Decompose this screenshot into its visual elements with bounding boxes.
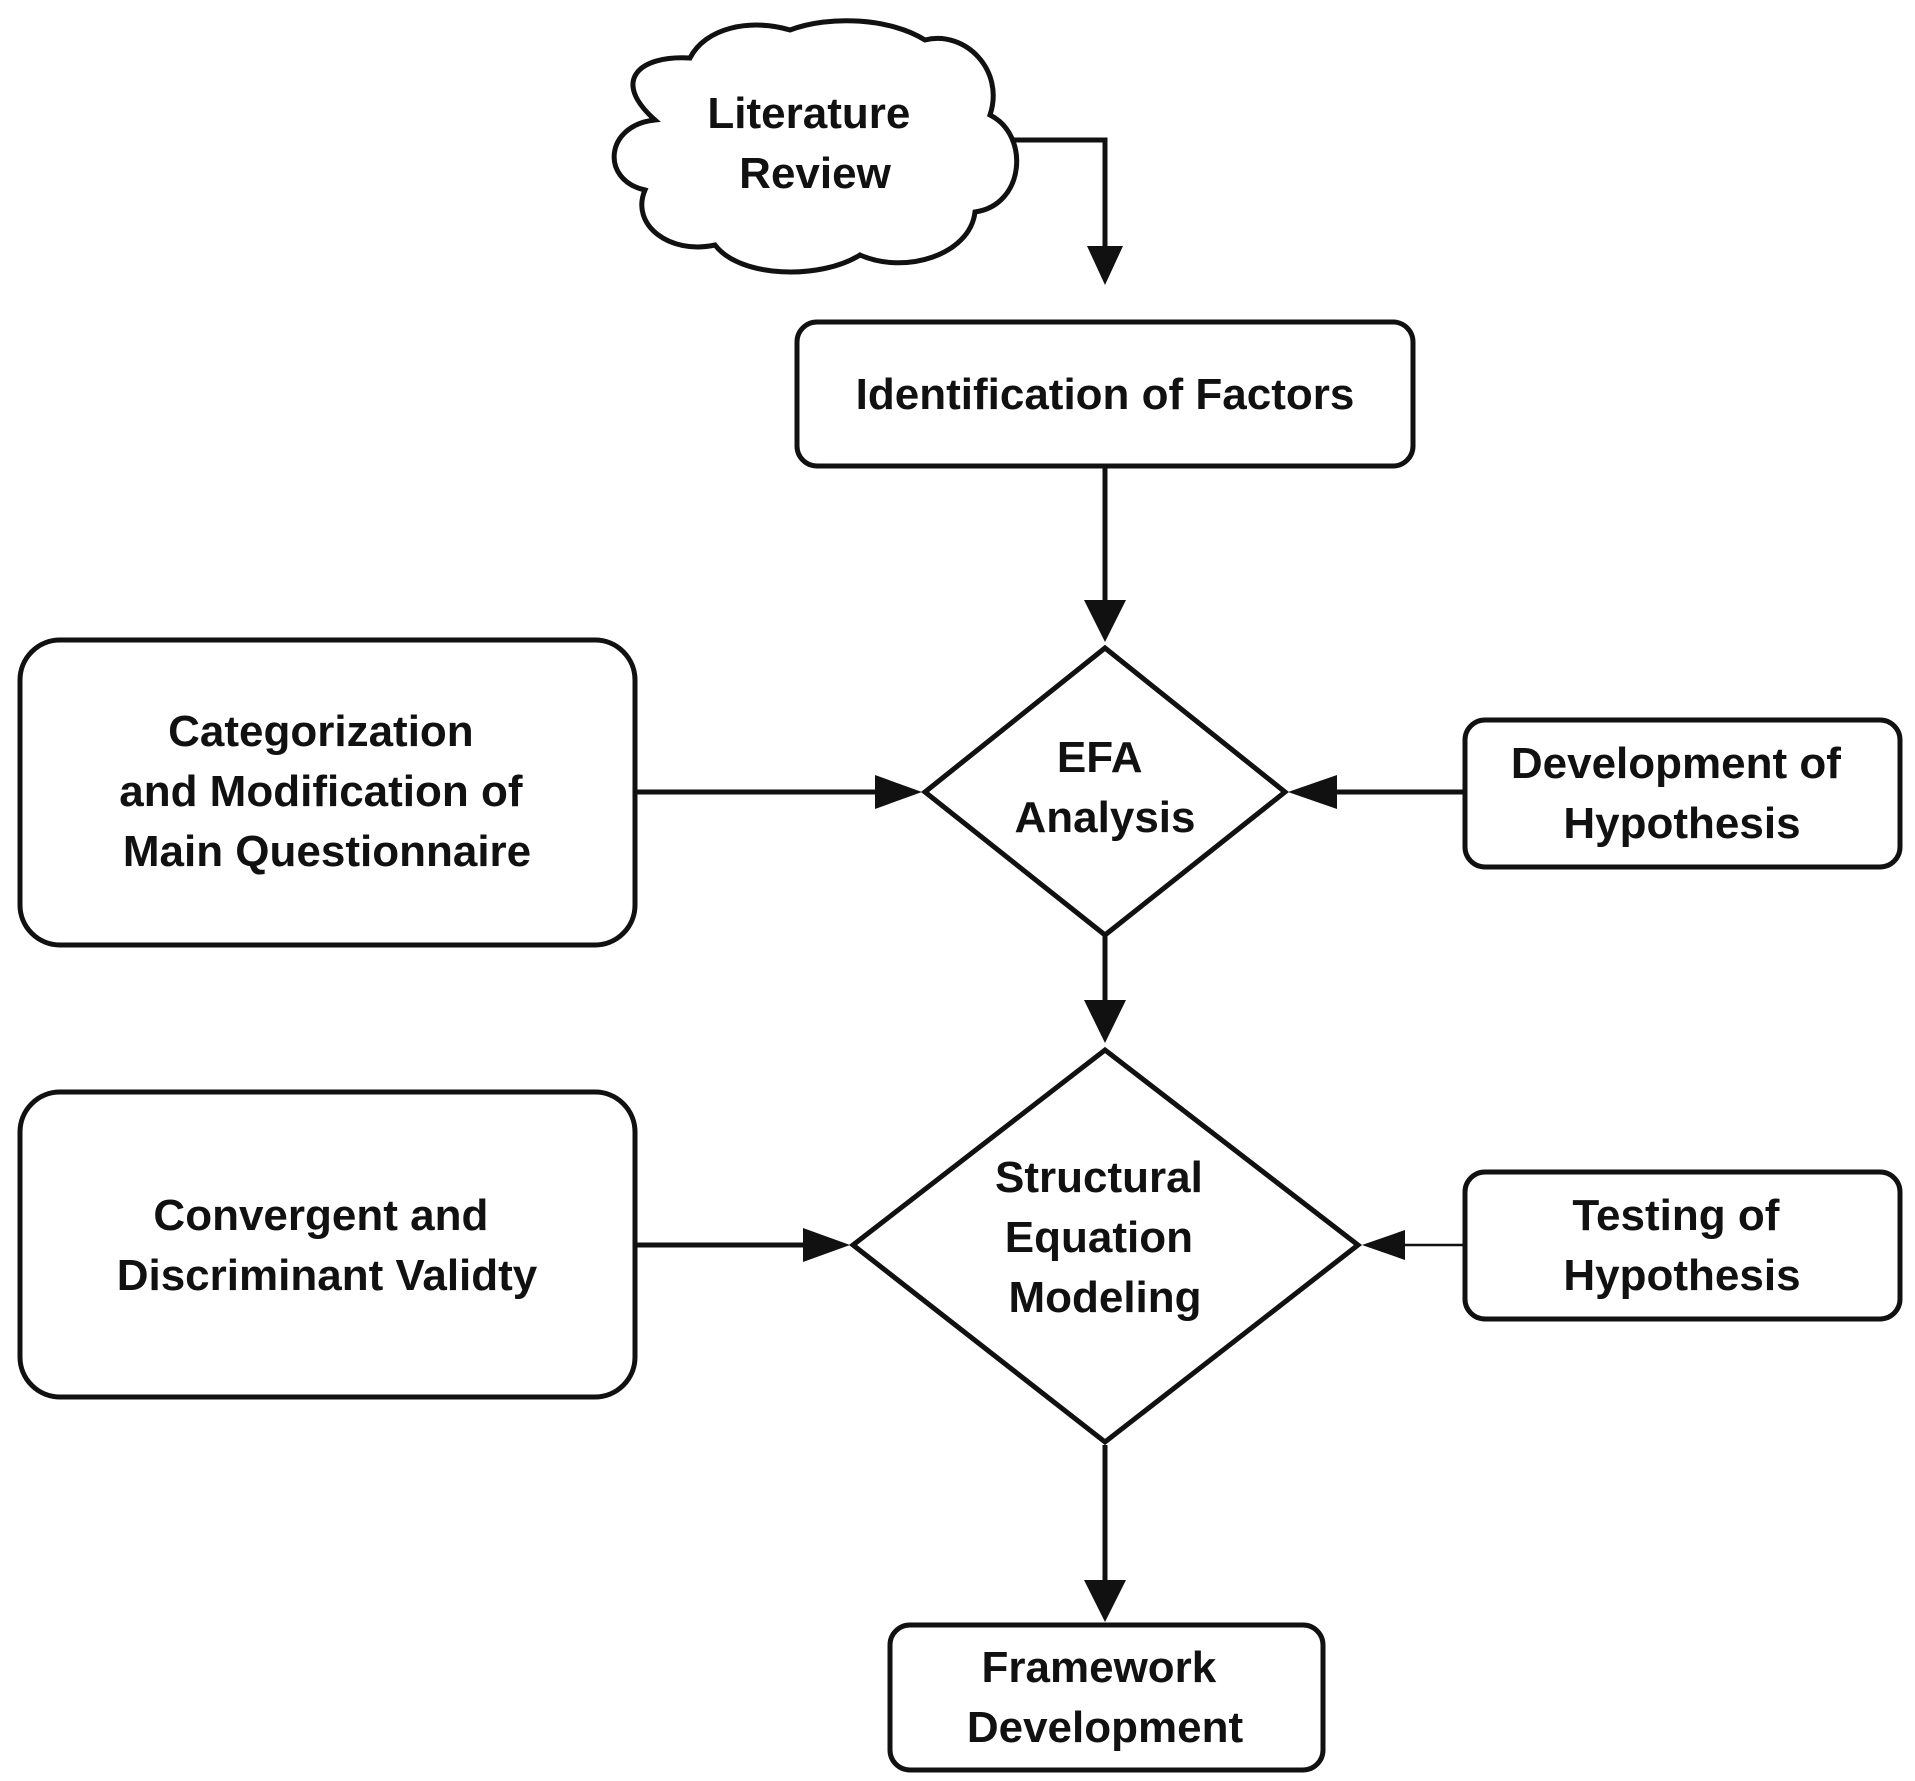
arrowhead-sem-right (1362, 1230, 1405, 1260)
framework-development-label: Framework Development (967, 1643, 1244, 1752)
structural-equation-modeling-diamond (848, 1046, 1363, 1446)
arrowhead-efa-top (1084, 600, 1126, 642)
arrowhead-sem-left (803, 1228, 850, 1262)
efa-analysis-label: EFA Analysis (1015, 733, 1196, 842)
arrowhead-identification (1087, 246, 1123, 285)
identification-of-factors-box (794, 319, 1416, 469)
identification-of-factors-label: Identification of Factors (856, 370, 1355, 419)
arrowhead-sem-top (1084, 1000, 1126, 1043)
development-of-hypothesis-label: Development of Hypothesis (1511, 739, 1853, 848)
testing-of-hypothesis-box (1462, 1169, 1903, 1322)
arrowhead-efa-left (875, 775, 922, 809)
structural-equation-modeling-label: Structural Equation Modeling (995, 1153, 1215, 1322)
testing-of-hypothesis-label: Testing of Hypothesis (1563, 1191, 1800, 1300)
arrowhead-framework (1084, 1580, 1126, 1622)
framework-development-box (887, 1622, 1326, 1773)
categorization-box (17, 637, 638, 948)
categorization-label: Categorization and Modification of Main … (119, 707, 535, 876)
literature-review-cloud (611, 18, 1020, 275)
efa-analysis-diamond (920, 644, 1290, 939)
convergent-validity-label: Convergent and Discriminant Validty (117, 1191, 538, 1300)
development-of-hypothesis-box (1462, 717, 1903, 870)
convergent-validity-box (17, 1089, 638, 1400)
literature-review-label: Literature Review (707, 89, 922, 198)
edge-literature-to-identification (990, 137, 1108, 252)
arrowhead-efa-right (1288, 775, 1337, 809)
